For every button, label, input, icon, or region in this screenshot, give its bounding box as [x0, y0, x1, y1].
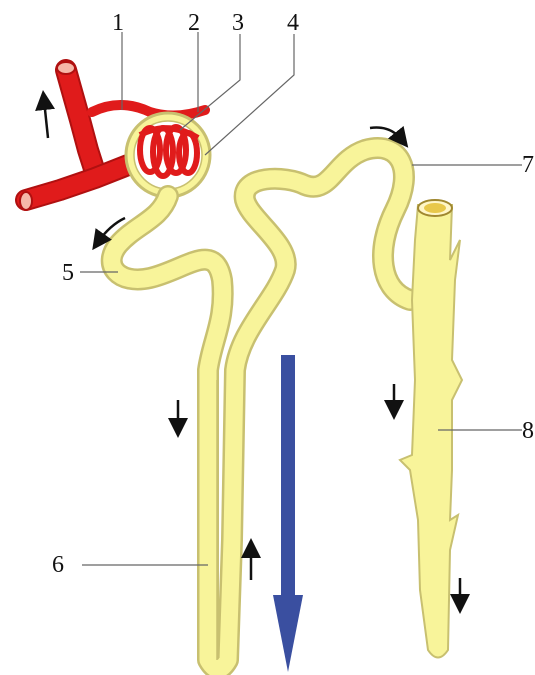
label-3: 3: [232, 10, 244, 36]
label-7: 7: [522, 152, 534, 178]
collecting-duct: [400, 200, 462, 658]
label-5: 5: [62, 260, 74, 286]
label-8: 8: [522, 418, 534, 444]
label-2: 2: [188, 10, 200, 36]
label-4: 4: [287, 10, 299, 36]
label-6: 6: [52, 552, 64, 578]
flow-arrow-icon: [273, 355, 303, 672]
nephron-tubule: [112, 148, 410, 669]
label-1: 1: [112, 10, 124, 36]
